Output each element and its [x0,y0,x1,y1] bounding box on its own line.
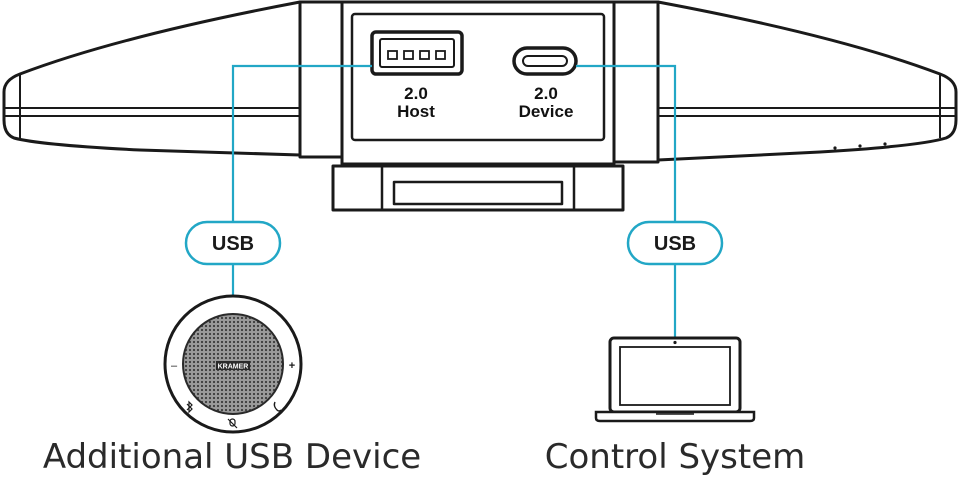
control-system-label: Control System [545,437,806,477]
host-port-label: Host [397,102,435,121]
usb-c-port-icon [512,46,578,76]
phone-icon [273,401,282,412]
speakerphone-minus: – [171,360,178,372]
speakerphone-plus: + [289,360,295,372]
speakerphone: KRAMER – + [163,294,303,434]
left-usb-tag: USB [184,220,282,266]
host-port-version: 2.0 [404,84,428,103]
device-right-post [612,0,660,164]
device-port-version: 2.0 [534,84,558,103]
left-usb-cable [231,64,372,222]
device-left-post [298,0,344,159]
right-usb-tag-text: USB [654,233,696,255]
right-usb-cable [576,64,677,222]
right-usb-tag: USB [626,220,724,266]
laptop-base [594,410,756,423]
main-device [2,0,958,212]
device-left-wing [2,0,302,157]
mute-mic-icon [227,418,238,429]
device-right-wing [656,0,958,162]
bluetooth-icon [186,400,193,414]
usb-a-port-icon [370,30,464,76]
additional-usb-device-label: Additional USB Device [43,437,421,477]
device-port-label: Device [519,102,574,121]
laptop-icon [594,336,756,423]
left-usb-tag-text: USB [212,233,254,255]
speakerphone-brand: KRAMER [218,364,249,371]
